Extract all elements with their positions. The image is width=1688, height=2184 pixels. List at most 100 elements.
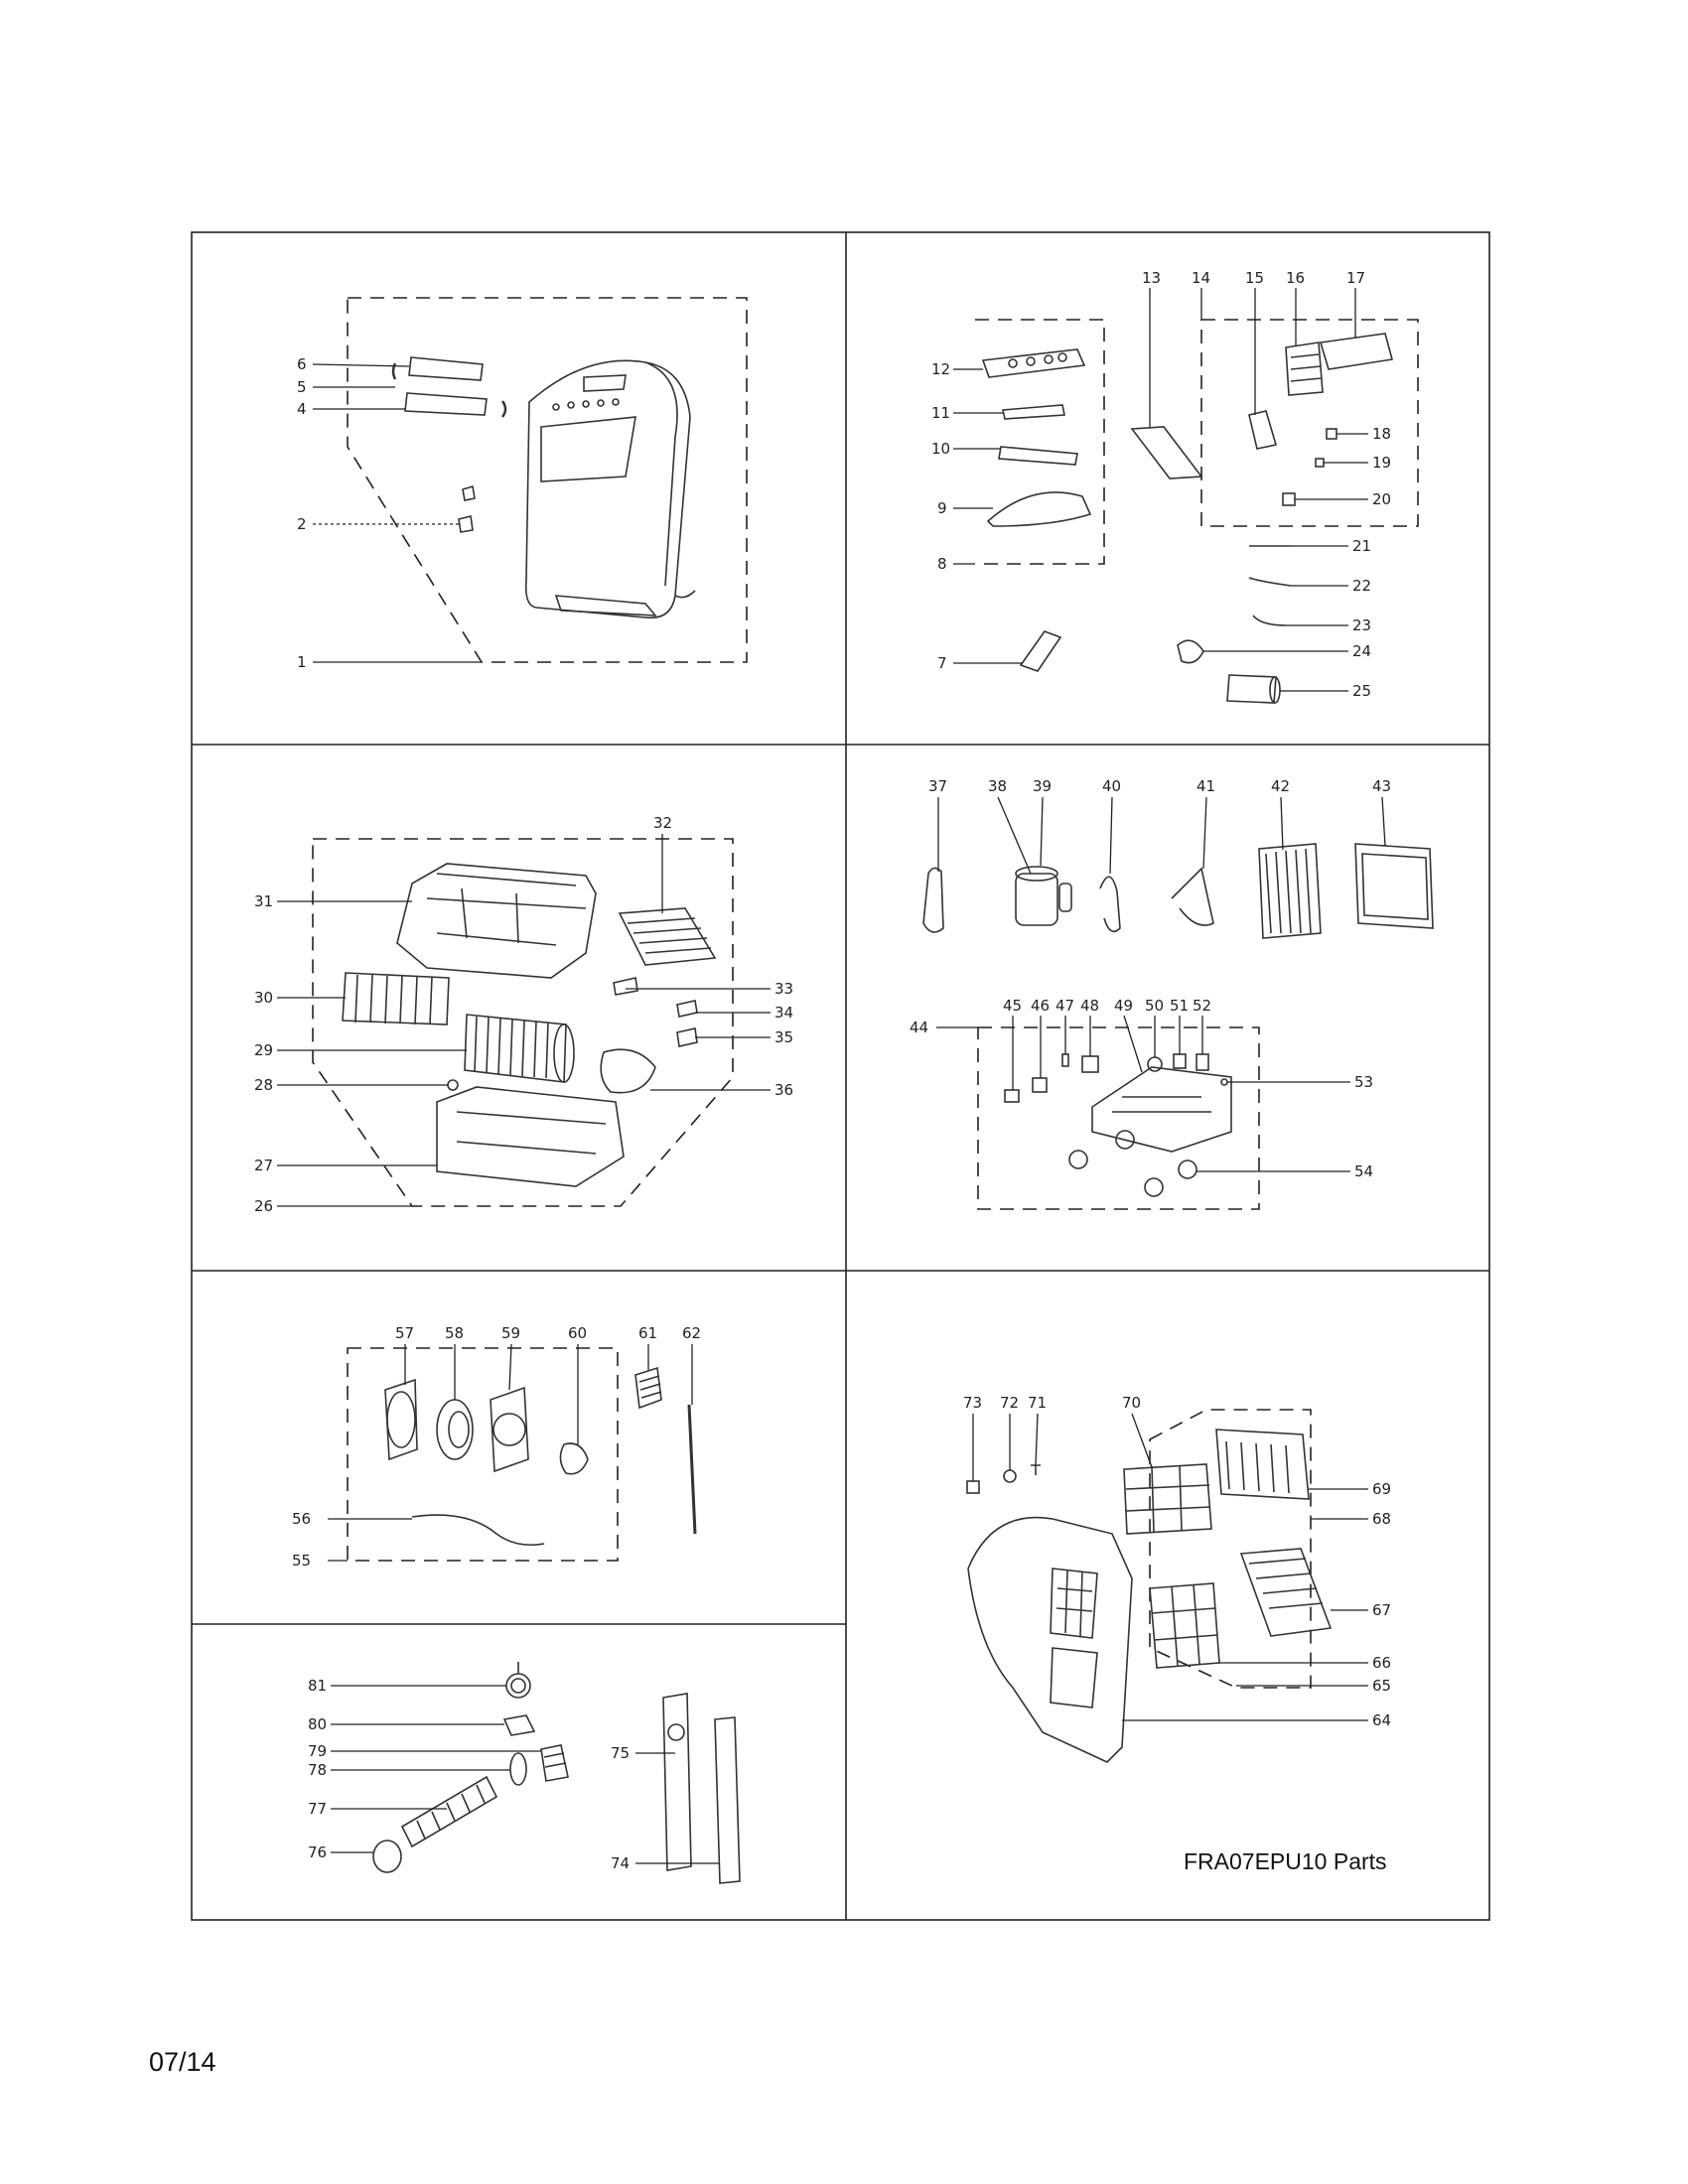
part-label: 25 xyxy=(1352,682,1371,700)
refrigerant-tubes-part xyxy=(922,867,1214,933)
part-label: 56 xyxy=(292,1510,311,1528)
small-screw-parts xyxy=(966,1464,1041,1494)
remote-control-part xyxy=(1019,630,1062,672)
coil-spring-part xyxy=(505,1662,531,1699)
base-pan-part xyxy=(1091,1066,1232,1153)
part-label: 74 xyxy=(611,1854,630,1872)
leader-lines-panel1 xyxy=(312,363,482,663)
part-label: 73 xyxy=(963,1394,982,1412)
part-label: 64 xyxy=(1372,1711,1391,1729)
part-label: 24 xyxy=(1352,642,1371,660)
panel-refrigeration-base: 37 38 39 40 41 42 43 44 45 46 47 48 49 5… xyxy=(910,777,1434,1210)
window-grille-part xyxy=(540,1744,569,1782)
part-label: 69 xyxy=(1372,1480,1391,1498)
grille-part xyxy=(634,1366,662,1410)
part-label: 76 xyxy=(308,1843,327,1861)
switch-board-part xyxy=(1002,404,1065,420)
part-label: 45 xyxy=(1003,997,1022,1015)
part-label: 51 xyxy=(1170,997,1189,1015)
louver-upper-part xyxy=(391,356,484,381)
part-label: 50 xyxy=(1145,997,1164,1015)
small-terminal-parts xyxy=(1282,428,1337,506)
part-label: 62 xyxy=(682,1324,701,1342)
part-label: 75 xyxy=(611,1744,630,1762)
rear-grille-upper-part xyxy=(1215,1429,1310,1500)
part-label: 52 xyxy=(1193,997,1211,1015)
part-label: 53 xyxy=(1354,1073,1373,1091)
part-label: 34 xyxy=(774,1004,793,1022)
part-labels-panel5: 57 58 59 60 61 62 56 55 xyxy=(292,1324,701,1570)
control-cover-part xyxy=(986,491,1092,527)
part-label: 43 xyxy=(1372,777,1391,795)
chassis-tray-part xyxy=(436,1086,625,1187)
part-label: 31 xyxy=(254,892,273,910)
display-board-part xyxy=(981,348,1086,378)
louver-lower-part xyxy=(404,392,507,418)
panel-front-cabinet: 6 5 4 2 1 xyxy=(297,297,748,671)
wire-parts xyxy=(1248,545,1292,626)
part-label: 38 xyxy=(988,777,1007,795)
window-slider-lower-part xyxy=(714,1716,741,1884)
leader-lines-panel2 xyxy=(953,288,1368,692)
part-label: 71 xyxy=(1028,1394,1047,1412)
model-caption: FRA07EPU10 Parts xyxy=(1184,1848,1387,1874)
hose-adapter-part xyxy=(502,1714,536,1736)
leader-lines-panel4 xyxy=(936,796,1386,1172)
leader-lines-panel7 xyxy=(331,1685,720,1864)
part-label: 7 xyxy=(937,654,947,672)
part-label: 54 xyxy=(1354,1162,1373,1180)
part-labels-panel2: 12 11 10 9 8 7 13 14 15 16 17 18 19 20 2… xyxy=(931,269,1391,700)
group-boundary-fan-assembly xyxy=(312,838,734,1207)
compressor-part xyxy=(1015,866,1072,926)
air-filter-lower-part xyxy=(1149,1582,1220,1669)
shaft-sleeve-part xyxy=(447,1079,459,1091)
part-label: 10 xyxy=(931,440,950,458)
window-slider-upper-part xyxy=(662,1693,692,1871)
part-label: 5 xyxy=(297,378,307,396)
part-label: 49 xyxy=(1114,997,1133,1015)
group-boundary-exhaust-fan xyxy=(347,1347,619,1562)
part-label: 61 xyxy=(638,1324,657,1342)
part-label: 35 xyxy=(774,1028,793,1046)
panel-control-parts: 12 11 10 9 8 7 13 14 15 16 17 18 19 20 2… xyxy=(931,269,1419,704)
part-label: 70 xyxy=(1122,1394,1141,1412)
part-label: 13 xyxy=(1142,269,1161,287)
front-cabinet-part xyxy=(524,359,696,619)
date-code: 07/14 xyxy=(149,2047,216,2077)
pcb-board-part xyxy=(1248,410,1278,450)
part-label: 40 xyxy=(1102,777,1121,795)
part-label: 11 xyxy=(931,404,950,422)
air-duct-housing-part xyxy=(396,863,597,979)
part-label: 60 xyxy=(568,1324,587,1342)
part-label: 29 xyxy=(254,1041,273,1059)
part-label: 2 xyxy=(297,515,307,533)
part-label: 42 xyxy=(1271,777,1290,795)
rear-grille-lower-part xyxy=(1239,1548,1333,1637)
part-label: 30 xyxy=(254,989,273,1007)
group-boundary-rear-filters xyxy=(1149,1409,1312,1689)
part-label: 77 xyxy=(308,1800,327,1818)
leader-lines-panel6 xyxy=(972,1413,1368,1721)
part-label: 59 xyxy=(501,1324,520,1342)
panel-grid xyxy=(191,231,1490,1921)
panel-fan-assembly: 31 32 30 33 34 35 29 28 36 27 26 xyxy=(254,814,793,1215)
capacitor-clamp-part xyxy=(1177,639,1204,664)
part-labels-panel1: 6 5 4 2 1 xyxy=(297,355,307,671)
blower-wheel-part xyxy=(464,1014,575,1083)
air-filter-upper-part xyxy=(1123,1463,1212,1535)
part-label: 1 xyxy=(297,653,307,671)
cover-plate-part xyxy=(1130,426,1203,479)
part-label: 28 xyxy=(254,1076,273,1094)
part-label: 46 xyxy=(1031,997,1050,1015)
part-label: 67 xyxy=(1372,1601,1391,1619)
part-label: 19 xyxy=(1372,454,1391,472)
group-boundary-electric-box xyxy=(1200,319,1419,527)
filter-grid-part xyxy=(1285,341,1324,396)
fan-wheel-part xyxy=(436,1399,474,1460)
panel-rear-cabinet: 73 72 71 70 69 68 67 66 65 64 xyxy=(963,1394,1391,1763)
part-label: 36 xyxy=(774,1081,793,1099)
part-label: 66 xyxy=(1372,1654,1391,1672)
part-label: 57 xyxy=(395,1324,414,1342)
fan-shroud-part xyxy=(490,1386,529,1473)
part-labels-panel7: 81 80 79 78 77 76 75 74 xyxy=(308,1677,630,1872)
